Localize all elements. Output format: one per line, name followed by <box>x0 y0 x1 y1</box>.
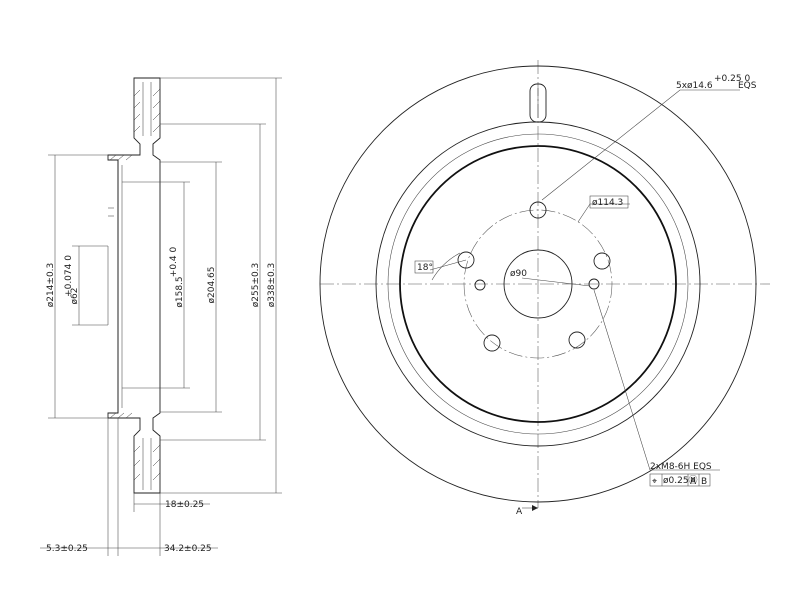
dim-angle: 18° <box>417 263 433 273</box>
section-hatching <box>109 88 161 481</box>
dim-outer-diameter: ø338±0.3 <box>267 263 277 308</box>
dim-offset: 5.3±0.25 <box>46 544 88 554</box>
dim-center-bore-tolerance: +0.074 0 <box>64 255 74 297</box>
dim-mount-diameter: ø214±0.3 <box>46 263 56 308</box>
lug-hole <box>457 251 475 269</box>
hat-wall <box>399 145 677 423</box>
dim-friction-diameter: ø255±0.3 <box>251 263 261 308</box>
lug-hole <box>483 334 501 352</box>
datum-a-label: A <box>516 507 523 517</box>
hat-outer <box>387 133 689 435</box>
threaded-hole <box>474 279 486 291</box>
front-view: 5xø14.6 +0.25 0 EQS ø114.3 ø90 18° 2xM8-… <box>319 60 770 517</box>
lug-hole <box>568 331 586 349</box>
lug-hole <box>529 201 547 219</box>
callout-lug-holes-eqs: EQS <box>738 81 757 91</box>
pcd-box <box>589 195 629 209</box>
tolerance-symbol: ⌖ <box>652 477 657 487</box>
callout-lug-holes-tolerance: +0.25 0 <box>714 74 750 84</box>
section-profile <box>107 77 161 494</box>
threaded-hole <box>588 278 600 290</box>
top-slot <box>529 83 547 123</box>
disc-outer-edge <box>319 65 757 503</box>
dim-thickness: 18±0.25 <box>165 500 204 510</box>
callout-threaded-holes: 2xM8-6H EQS <box>650 462 712 472</box>
tolerance-value: ø0.25Ⓜ <box>663 475 698 486</box>
dim-bore: ø90 <box>510 269 527 279</box>
angle-box <box>414 260 434 274</box>
tolerance-frame: ⌖ ø0.25Ⓜ A B <box>649 473 711 487</box>
callout-lug-holes: 5xø14.6 <box>676 81 713 91</box>
dim-pcd: ø114.3 <box>592 198 623 208</box>
bolt-circle <box>463 209 613 359</box>
dim-inner-diameter: ø204.65 <box>207 267 217 304</box>
dim-hat-height: 34.2±0.25 <box>164 544 212 554</box>
lug-holes <box>457 201 611 352</box>
lug-hole <box>593 252 611 270</box>
tolerance-datum-a: A <box>690 477 697 487</box>
tolerance-datum-b: B <box>701 477 707 487</box>
dim-hat-tolerance: +0.4 0 <box>169 247 179 278</box>
section-view: ø338±0.3 ø255±0.3 ø204.65 ø158.5 +0.4 0 … <box>40 77 282 556</box>
dim-center-bore: ø62 <box>70 288 80 305</box>
dim-hat-diameter: ø158.5 <box>175 276 185 307</box>
